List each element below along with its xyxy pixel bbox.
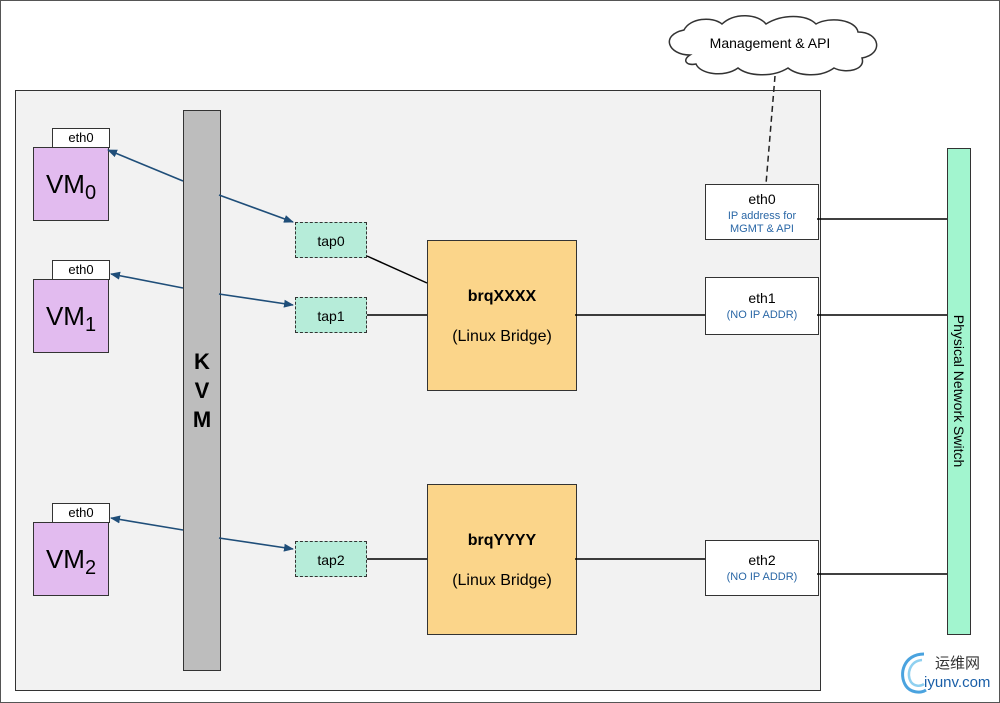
vm2-label: VM bbox=[45, 544, 85, 574]
vm2: VM2 bbox=[33, 522, 109, 596]
bridge-brqyyyy-name: brqYYYY bbox=[467, 532, 537, 549]
vm0-eth0-port: eth0 bbox=[52, 128, 110, 148]
nic-eth0-desc-1: IP address for bbox=[727, 210, 797, 222]
nic-eth2-desc: (NO IP ADDR) bbox=[726, 571, 798, 583]
kvm-letter-v: V bbox=[194, 378, 210, 403]
vm2-index: 2 bbox=[84, 557, 97, 580]
vm1-index: 1 bbox=[84, 314, 97, 337]
tap0: tap0 bbox=[295, 222, 367, 258]
vm1-label: VM bbox=[45, 301, 85, 331]
kvm-letter-m: M bbox=[192, 407, 212, 432]
vm1: VM1 bbox=[33, 279, 109, 353]
vm0: VM0 bbox=[33, 147, 109, 221]
watermark-logo-icon bbox=[901, 652, 927, 694]
physical-network-switch: Physical Network Switch bbox=[947, 148, 971, 635]
kvm-letter-k: K bbox=[194, 349, 210, 374]
kvm-hypervisor: K V M bbox=[183, 110, 221, 671]
kvm-label: K V M bbox=[184, 347, 220, 434]
nic-eth2: eth2 (NO IP ADDR) bbox=[705, 540, 819, 596]
vm0-index: 0 bbox=[84, 182, 97, 205]
compute-host bbox=[15, 90, 821, 691]
nic-eth2-name: eth2 bbox=[748, 552, 776, 568]
bridge-brqyyyy-type: (Linux Bridge) bbox=[452, 572, 552, 589]
vm0-label: VM bbox=[45, 169, 85, 199]
bridge-brqxxxx: brqXXXX (Linux Bridge) bbox=[427, 240, 577, 391]
bridge-brqxxxx-type: (Linux Bridge) bbox=[452, 328, 552, 345]
nic-eth0-desc-2: MGMT & API bbox=[730, 223, 794, 235]
watermark: 运维网 iyunv.com bbox=[894, 648, 998, 698]
nic-eth0-name: eth0 bbox=[748, 191, 776, 207]
watermark-cn: 运维网 bbox=[935, 655, 981, 672]
nic-eth0: eth0 IP address for MGMT & API bbox=[705, 184, 819, 240]
nic-eth1: eth1 (NO IP ADDR) bbox=[705, 277, 819, 335]
bridge-brqyyyy: brqYYYY (Linux Bridge) bbox=[427, 484, 577, 635]
tap2: tap2 bbox=[295, 541, 367, 577]
tap1: tap1 bbox=[295, 297, 367, 333]
cloud-label: Management & API bbox=[709, 35, 831, 51]
watermark-en: iyunv.com bbox=[924, 674, 991, 691]
bridge-brqxxxx-name: brqXXXX bbox=[467, 288, 537, 305]
nic-eth1-desc: (NO IP ADDR) bbox=[726, 309, 798, 321]
nic-eth1-name: eth1 bbox=[748, 290, 776, 306]
